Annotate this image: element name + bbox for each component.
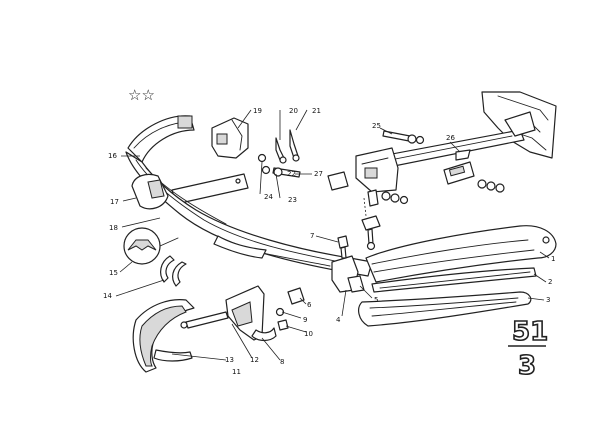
callout-4: 4 bbox=[336, 316, 341, 324]
bracket-11 bbox=[225, 285, 277, 342]
callout-19: 19 bbox=[253, 107, 262, 115]
callout-25: 25 bbox=[372, 122, 381, 130]
stars-mark: ☆☆ bbox=[128, 86, 155, 104]
callout-14: 14 bbox=[103, 292, 112, 300]
callout-5: 5 bbox=[374, 296, 378, 304]
bumper-corner bbox=[127, 115, 195, 163]
bolt-upper bbox=[382, 130, 425, 145]
bolts-20-21 bbox=[275, 129, 300, 164]
bumper-front-right bbox=[365, 225, 557, 283]
bumper-end-cap bbox=[131, 173, 169, 210]
leader-lines bbox=[115, 109, 550, 361]
callout-7: 7 bbox=[310, 232, 314, 240]
callout-18: 18 bbox=[109, 224, 118, 232]
main-bumper-bar bbox=[125, 151, 373, 277]
callout-24: 24 bbox=[264, 193, 273, 201]
reference-number: 51 3 bbox=[508, 316, 549, 382]
long-mounting-bracket bbox=[359, 111, 536, 173]
clip-small bbox=[455, 149, 471, 161]
callout-23: 23 bbox=[288, 196, 297, 204]
callout-1: 1 bbox=[551, 255, 555, 263]
clamp-plate bbox=[443, 161, 475, 185]
callout-22: 22 bbox=[287, 170, 296, 178]
callout-26: 26 bbox=[446, 134, 455, 142]
rubber-block bbox=[327, 171, 349, 191]
callout-11: 11 bbox=[232, 368, 241, 376]
rubber-strip bbox=[358, 291, 532, 327]
callout-20: 20 bbox=[289, 107, 298, 115]
detail-circle bbox=[123, 227, 179, 265]
callout-2: 2 bbox=[548, 278, 552, 286]
washers-22-24 bbox=[257, 153, 301, 178]
callout-12: 12 bbox=[250, 356, 259, 364]
vertical-bolt bbox=[361, 197, 381, 251]
callout-10: 10 bbox=[304, 330, 313, 338]
corner-guard bbox=[132, 299, 195, 373]
callout-9: 9 bbox=[303, 316, 307, 324]
callout-21: 21 bbox=[312, 107, 321, 115]
reference-top: 51 bbox=[512, 317, 548, 347]
clips-14 bbox=[160, 255, 187, 287]
reference-bottom: 3 bbox=[518, 351, 536, 381]
callouts: 19 20 21 22 27 24 23 25 26 16 17 18 15 1… bbox=[103, 107, 555, 376]
bushing-8 bbox=[287, 287, 305, 305]
callout-15: 15 bbox=[109, 269, 118, 277]
washer-9 bbox=[275, 307, 285, 317]
callout-8: 8 bbox=[280, 358, 284, 366]
side-bracket-left bbox=[171, 173, 249, 205]
callout-6: 6 bbox=[307, 301, 312, 309]
mounting-bracket-19 bbox=[211, 117, 249, 159]
center-mount bbox=[331, 255, 365, 293]
bracket-block bbox=[355, 147, 399, 207]
bolt-7 bbox=[337, 235, 349, 259]
callout-3: 3 bbox=[546, 296, 550, 304]
callout-16: 16 bbox=[108, 152, 117, 160]
trim-strip bbox=[371, 267, 537, 293]
nut-10 bbox=[277, 319, 289, 331]
bolt-12 bbox=[180, 311, 229, 329]
callout-27: 27 bbox=[314, 170, 323, 178]
callout-17: 17 bbox=[110, 198, 119, 206]
nut-washer-set-right bbox=[381, 179, 505, 205]
callout-13: 13 bbox=[225, 356, 234, 364]
